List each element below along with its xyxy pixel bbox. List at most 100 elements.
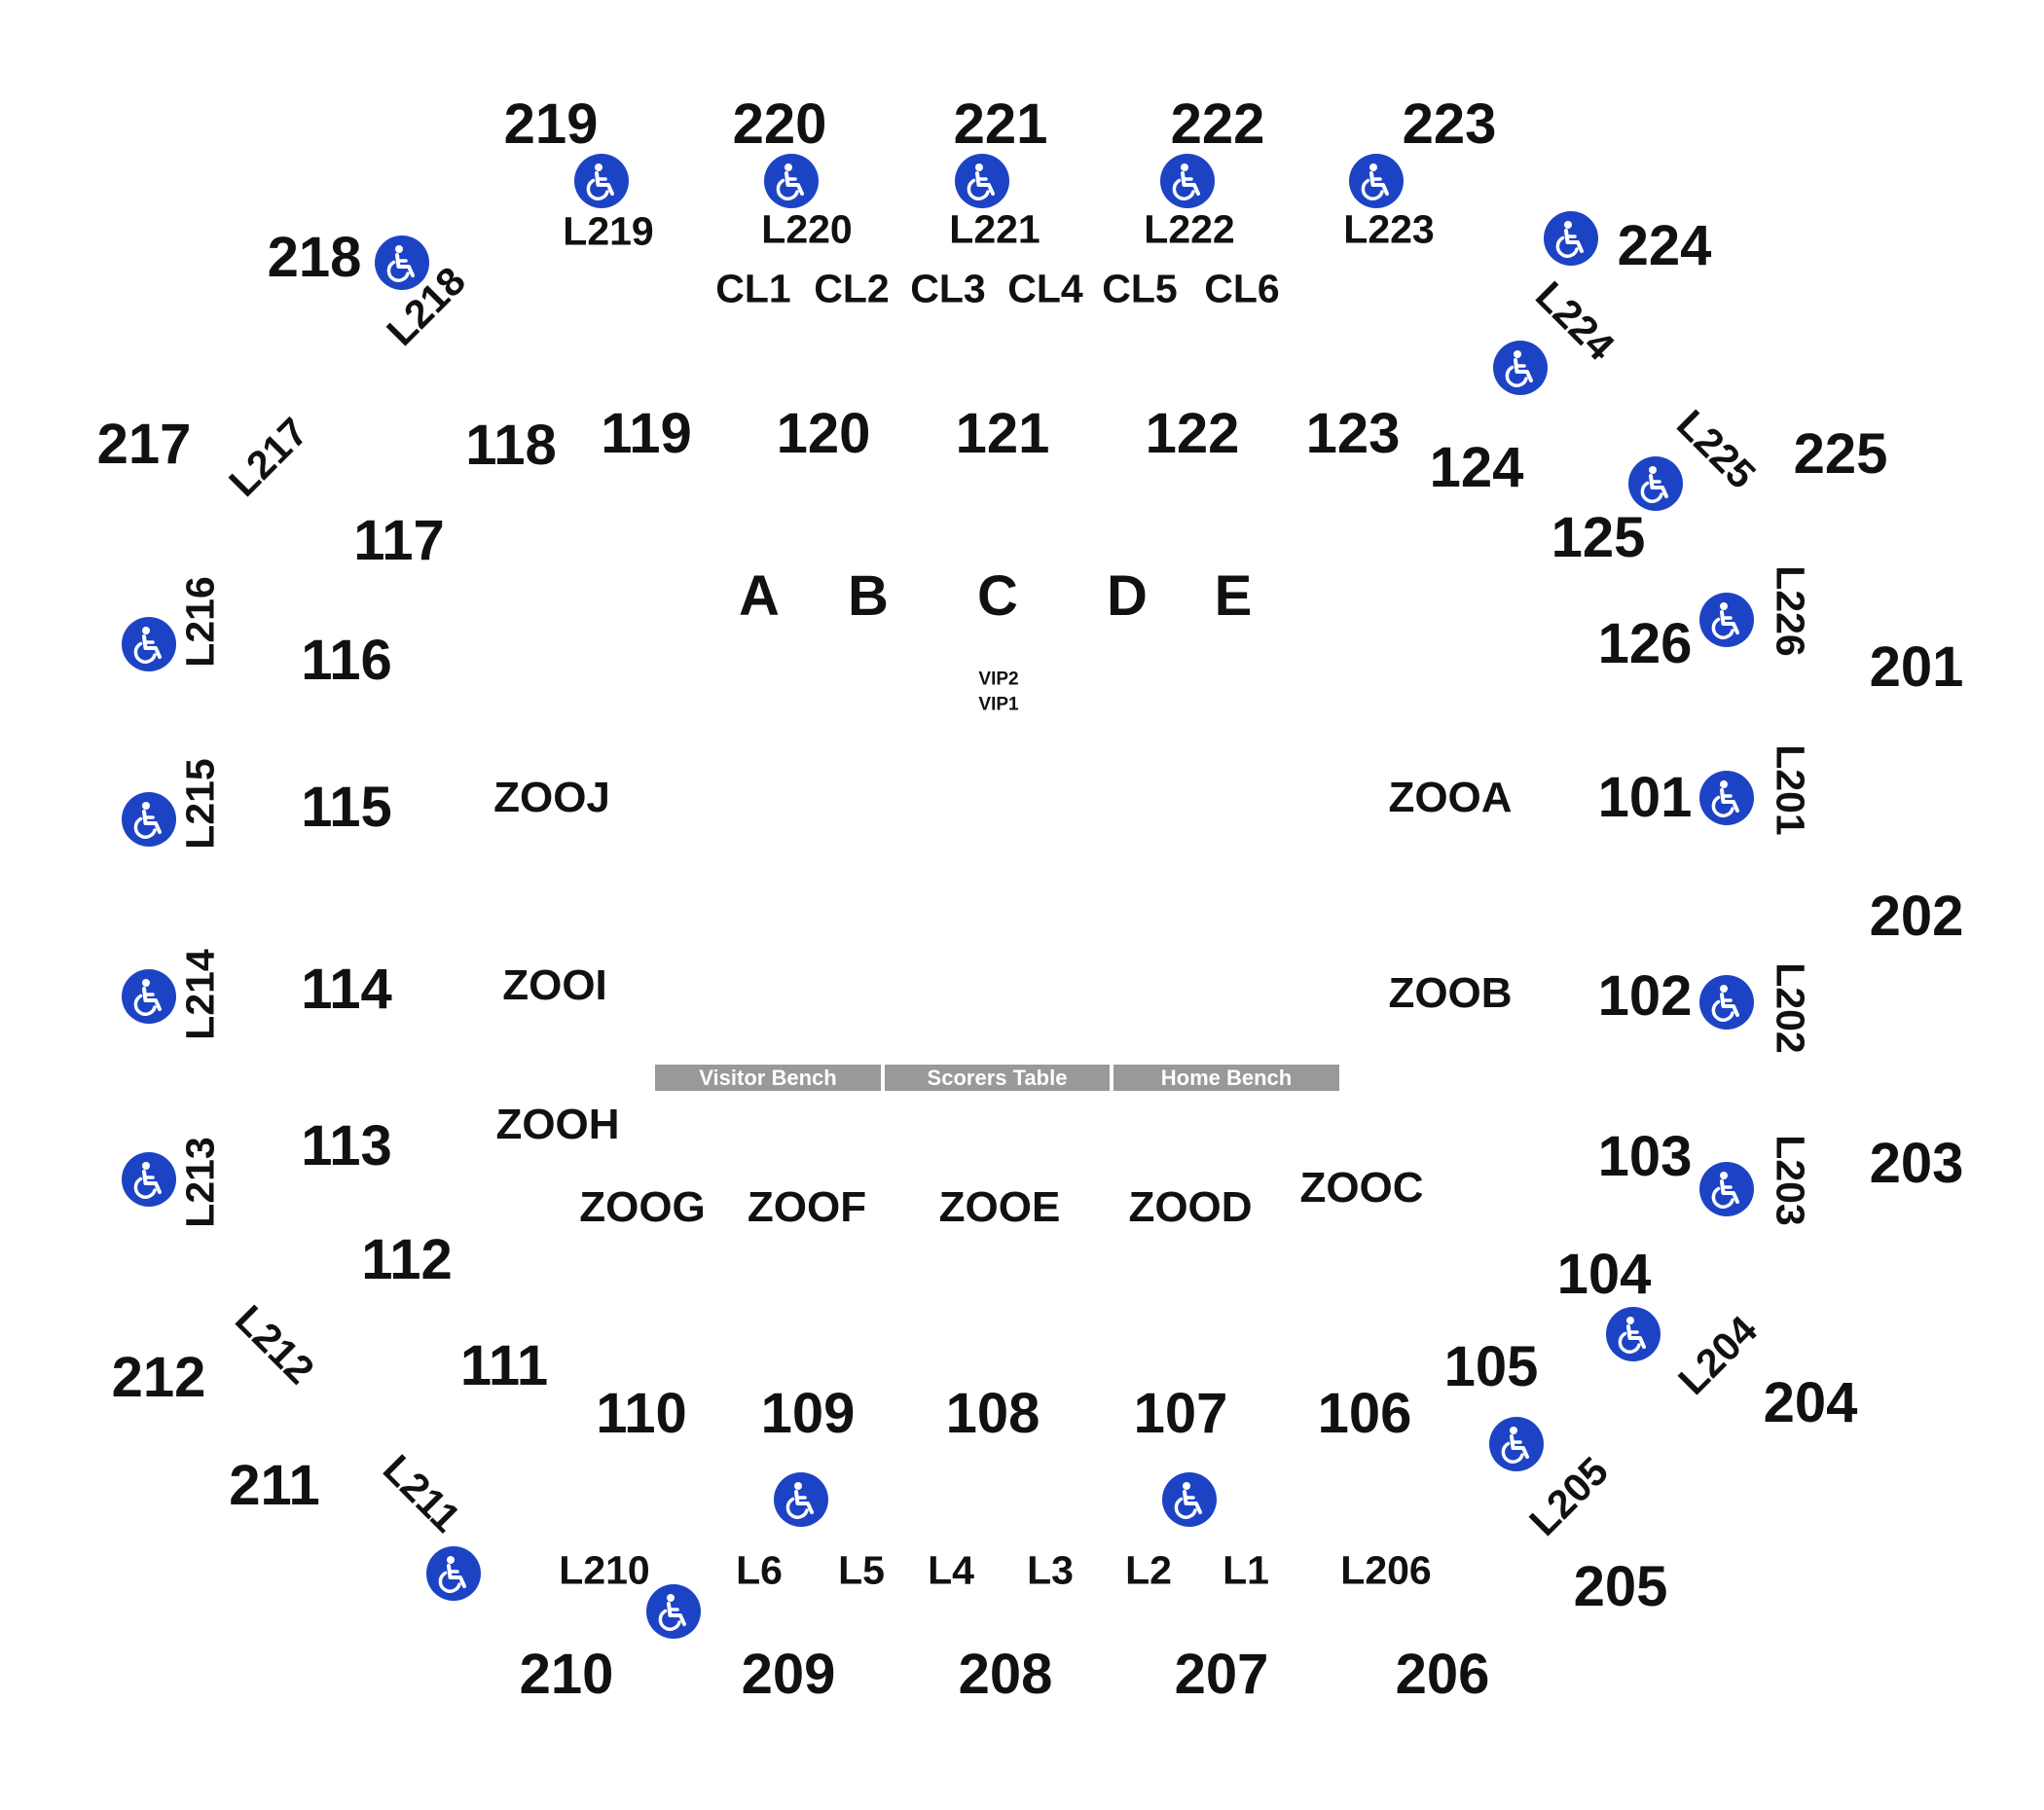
section-222[interactable]: 222 (1170, 92, 1265, 156)
zoo-E[interactable]: ZOOE (938, 1183, 1061, 1231)
section-220[interactable]: 220 (732, 92, 827, 156)
wheelchair-accessible-icon[interactable] (764, 154, 819, 208)
wheelchair-accessible-icon[interactable] (1489, 1417, 1544, 1471)
wheelchair-accessible-icon[interactable] (1162, 1472, 1217, 1527)
section-107[interactable]: 107 (1133, 1382, 1228, 1445)
section-118[interactable]: 118 (465, 414, 557, 477)
loge-L4[interactable]: L4 (928, 1547, 974, 1593)
section-202[interactable]: 202 (1869, 885, 1964, 948)
scorers-table[interactable]: Scorers Table (885, 1065, 1110, 1091)
section-105[interactable]: 105 (1443, 1335, 1539, 1398)
floor-section-C[interactable]: C (977, 564, 1018, 628)
loge-L222[interactable]: L222 (1144, 206, 1235, 252)
section-225[interactable]: 225 (1793, 422, 1888, 486)
wheelchair-accessible-icon[interactable] (426, 1546, 481, 1601)
club-CL4[interactable]: CL4 (1007, 266, 1083, 311)
loge-L204[interactable]: L204 (1669, 1307, 1766, 1403)
zoo-F[interactable]: ZOOF (747, 1183, 867, 1231)
floor-section-B[interactable]: B (848, 564, 889, 628)
section-121[interactable]: 121 (955, 402, 1050, 465)
loge-L206[interactable]: L206 (1340, 1547, 1432, 1593)
loge-L220[interactable]: L220 (761, 206, 853, 252)
wheelchair-accessible-icon[interactable] (955, 154, 1009, 208)
section-104[interactable]: 104 (1556, 1243, 1652, 1306)
floor-section-A[interactable]: A (739, 564, 780, 628)
section-116[interactable]: 116 (301, 629, 392, 692)
section-114[interactable]: 114 (301, 958, 392, 1021)
floor-section-D[interactable]: D (1107, 564, 1148, 628)
loge-L226[interactable]: L226 (1768, 565, 1813, 657)
section-201[interactable]: 201 (1869, 635, 1964, 699)
section-108[interactable]: 108 (945, 1382, 1040, 1445)
loge-L221[interactable]: L221 (949, 206, 1040, 252)
club-CL6[interactable]: CL6 (1204, 266, 1280, 311)
wheelchair-accessible-icon[interactable] (1349, 154, 1404, 208)
zoo-A[interactable]: ZOOA (1388, 774, 1513, 821)
club-CL2[interactable]: CL2 (814, 266, 890, 311)
zoo-C[interactable]: ZOOC (1299, 1164, 1424, 1212)
club-CL1[interactable]: CL1 (715, 266, 791, 311)
zoo-G[interactable]: ZOOG (579, 1183, 706, 1231)
wheelchair-accessible-icon[interactable] (646, 1584, 701, 1639)
section-221[interactable]: 221 (953, 92, 1048, 156)
loge-L215[interactable]: L215 (177, 758, 223, 850)
section-120[interactable]: 120 (776, 402, 871, 465)
zoo-I[interactable]: ZOOI (502, 961, 607, 1009)
club-CL3[interactable]: CL3 (910, 266, 986, 311)
wheelchair-accessible-icon[interactable] (1160, 154, 1215, 208)
wheelchair-accessible-icon[interactable] (574, 154, 629, 208)
section-101[interactable]: 101 (1597, 766, 1693, 829)
wheelchair-accessible-icon[interactable] (774, 1472, 828, 1527)
floor-section-E[interactable]: E (1214, 564, 1253, 628)
loge-L216[interactable]: L216 (177, 576, 223, 668)
loge-L3[interactable]: L3 (1027, 1547, 1074, 1593)
wheelchair-accessible-icon[interactable] (1606, 1307, 1661, 1361)
section-124[interactable]: 124 (1429, 436, 1524, 499)
loge-L2[interactable]: L2 (1125, 1547, 1172, 1593)
vip-2[interactable]: VIP2 (978, 669, 1019, 690)
club-CL5[interactable]: CL5 (1102, 266, 1178, 311)
section-106[interactable]: 106 (1317, 1382, 1412, 1445)
section-208[interactable]: 208 (958, 1643, 1053, 1706)
vip-1[interactable]: VIP1 (978, 694, 1019, 715)
section-117[interactable]: 117 (353, 509, 445, 572)
wheelchair-accessible-icon[interactable] (122, 792, 176, 847)
wheelchair-accessible-icon[interactable] (122, 1152, 176, 1207)
section-119[interactable]: 119 (601, 402, 692, 465)
loge-L5[interactable]: L5 (838, 1547, 885, 1593)
loge-L203[interactable]: L203 (1768, 1135, 1813, 1226)
section-210[interactable]: 210 (519, 1643, 614, 1706)
section-224[interactable]: 224 (1617, 214, 1712, 277)
section-209[interactable]: 209 (741, 1643, 836, 1706)
section-204[interactable]: 204 (1763, 1371, 1858, 1434)
section-217[interactable]: 217 (96, 413, 192, 476)
zoo-H[interactable]: ZOOH (495, 1101, 620, 1148)
section-125[interactable]: 125 (1551, 506, 1646, 569)
loge-L223[interactable]: L223 (1343, 206, 1435, 252)
loge-L219[interactable]: L219 (563, 208, 654, 254)
section-103[interactable]: 103 (1597, 1125, 1693, 1188)
wheelchair-accessible-icon[interactable] (122, 969, 176, 1024)
loge-L212[interactable]: L212 (227, 1296, 323, 1393)
section-219[interactable]: 219 (503, 92, 599, 156)
loge-L202[interactable]: L202 (1768, 962, 1813, 1054)
section-218[interactable]: 218 (267, 226, 362, 289)
wheelchair-accessible-icon[interactable] (1493, 341, 1548, 395)
zoo-J[interactable]: ZOOJ (493, 774, 610, 821)
loge-L211[interactable]: L211 (374, 1446, 469, 1541)
section-212[interactable]: 212 (111, 1346, 206, 1409)
section-203[interactable]: 203 (1869, 1132, 1964, 1195)
section-112[interactable]: 112 (361, 1228, 453, 1291)
loge-L210[interactable]: L210 (559, 1547, 650, 1593)
wheelchair-accessible-icon[interactable] (1628, 456, 1683, 511)
zoo-B[interactable]: ZOOB (1388, 969, 1513, 1017)
section-109[interactable]: 109 (760, 1382, 856, 1445)
loge-L217[interactable]: L217 (220, 409, 316, 505)
section-211[interactable]: 211 (229, 1454, 320, 1517)
wheelchair-accessible-icon[interactable] (122, 617, 176, 671)
zoo-D[interactable]: ZOOD (1128, 1183, 1253, 1231)
loge-L1[interactable]: L1 (1223, 1547, 1269, 1593)
section-207[interactable]: 207 (1174, 1643, 1269, 1706)
wheelchair-accessible-icon[interactable] (1699, 771, 1754, 825)
section-102[interactable]: 102 (1597, 964, 1693, 1028)
